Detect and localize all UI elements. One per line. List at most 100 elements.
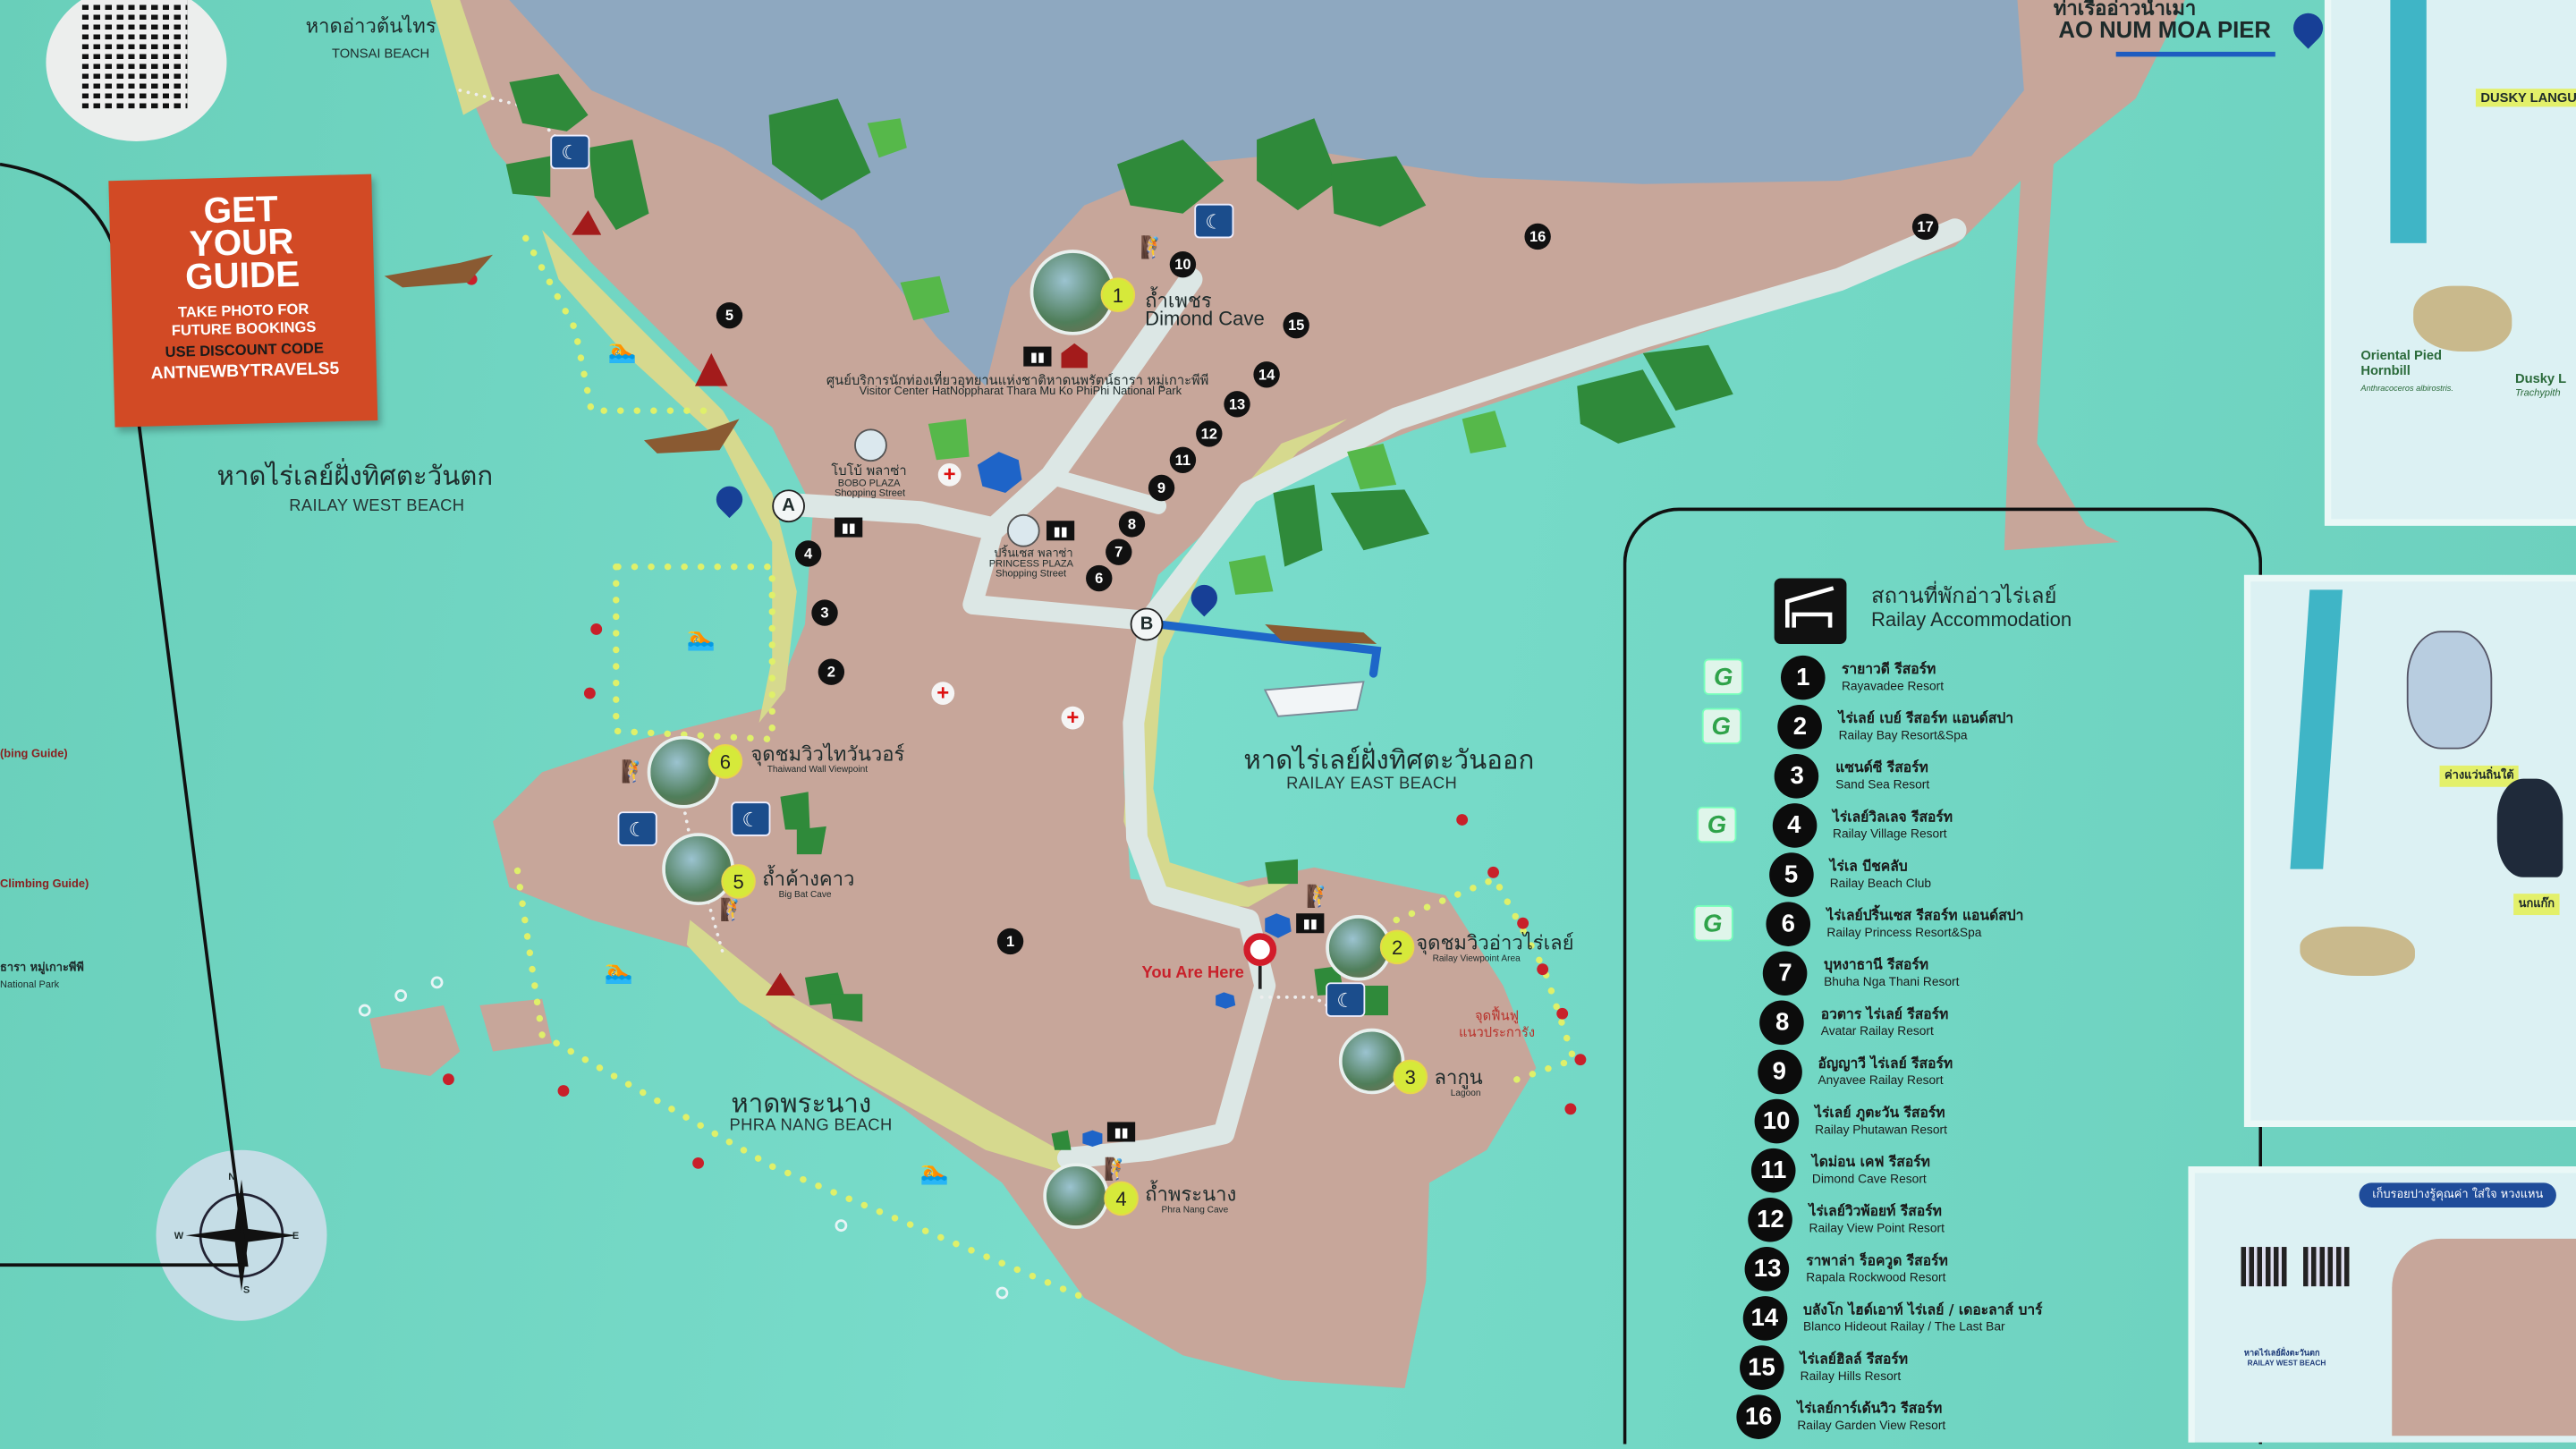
accommodation-marker-13: 13 [1224,391,1250,418]
green-hotel-badge: G [1697,806,1737,843]
accommodation-name-th: ไร่เลย์ ภูตะวัน รีสอร์ท [1815,1106,1945,1123]
toilet-icon: ▮▮ [1023,346,1052,367]
trail [513,867,1088,1301]
poster-banner: เก็บรอยปางรู้คุณค่า ใส่ใจ หวงแหน [2359,1182,2556,1208]
princess-plaza-en: PRINCESS PLAZA [988,560,1074,571]
langur-illustration [2406,631,2493,750]
accommodation-marker-17: 17 [1911,213,1939,241]
attraction-number-1: 1 [1100,277,1136,312]
east-beach-th: หาดไร่เลย์ฝั่งทิศตะวันออก [1243,744,1535,775]
langur-th-tag: ค่างแว่นถิ่นใต้ [2439,765,2520,787]
compass-n: N [228,1173,236,1183]
attraction-number-4: 4 [1104,1181,1139,1216]
swimming-icon: 🏊 [919,1157,949,1185]
accommodation-marker-10: 10 [1169,251,1197,278]
climbing-guide-text: (bing Guide) [0,749,68,761]
point-a: A [772,489,805,523]
getyourguide-sticker: GET YOUR GUIDE TAKE PHOTO FOR FUTURE BOO… [108,174,378,428]
accommodation-number: 13 [1745,1247,1790,1292]
tonsai-beach-en: TONSAI BEACH [332,46,430,61]
toilet-icon: ▮▮ [1296,913,1325,934]
accommodation-name-th: อัญญาวี ไร่เลย์ รีสอร์ท [1818,1055,1953,1073]
accommodation-name-en: Railay Bay Resort&Spa [1838,727,1968,743]
attraction-name-en: Dimond Cave [1145,307,1265,331]
attraction-photo [1043,1163,1109,1229]
accommodation-number: 4 [1772,803,1817,848]
islet [479,998,553,1052]
hornbill-sci: Anthracoceros albirostris. [2360,384,2453,394]
toilet-icon: ▮▮ [835,517,863,538]
climbing-icon: 🧗 [1104,1157,1131,1182]
accommodation-name-th: ไร่เลย์วิลเลจ รีสอร์ท [1833,809,1953,826]
accommodation-title-en: Railay Accommodation [1871,607,2072,631]
east-beach-en: RAILAY EAST BEACH [1286,775,1458,794]
hornbill-th-tag: นกแก๊ก [2513,894,2560,916]
accommodation-marker-8: 8 [1118,511,1146,538]
attraction-photo [647,735,720,809]
accommodation-marker-4: 4 [794,540,822,567]
accommodation-name-en: Railay Village Resort [1833,826,1947,842]
pier-label-en: AO NUM MOA PIER [2058,16,2272,43]
west-beach-en: RAILAY WEST BEACH [289,497,465,516]
accommodation-name-th: บุหงาธานี รีสอร์ท [1824,957,1929,975]
qr-code [81,0,188,109]
accommodation-name-th: ไร่เลย์ปริ้นเซส รีสอร์ท แอนด์สปา [1826,908,2024,926]
park-name-th: ธารา หมู่เกาะพีพี [0,961,84,975]
accommodation-marker-15: 15 [1283,311,1309,339]
accommodation-name-th: ไร่เลย์ เบย์ รีสอร์ท แอนด์สปา [1838,711,2014,728]
accommodation-number: 11 [1750,1148,1796,1193]
viewpoint-icon: ☾ [1326,982,1366,1017]
mini-map-west-en: RAILAY WEST BEACH [2247,1358,2326,1368]
accommodation-name-en: Bhuha Nga Thani Resort [1824,974,1960,989]
accommodation-name-th: อวตาร ไร่เลย์ รีสอร์ท [1820,1006,1949,1024]
accommodation-name-th: ไร่เล บีชคลับ [1829,859,1908,876]
compass-s: S [242,1286,250,1297]
accommodation-name-en: Rapala Rockwood Resort [1806,1269,1946,1285]
you-are-here-pin [1243,933,1277,966]
tonsai-beach-th: หาดอ่าวต้นไทร [305,14,436,38]
beach-tonsai [430,0,494,115]
attraction-name-th: ถ้ำค้างคาว [762,867,855,891]
wildlife-poster-top: DUSKY LANGUR Oriental Pied Hornbill Anth… [2324,0,2576,526]
roads [776,218,1967,1169]
trees [505,73,1733,1150]
bobo-plaza-sub: Shopping Street [835,489,906,500]
trail [522,234,710,414]
road [1056,610,1276,1169]
princess-plaza-sub: Shopping Street [996,570,1067,580]
accommodation-number: 6 [1766,902,1811,946]
accommodation-marker-6: 6 [1086,564,1113,592]
mooring-buoys [358,976,1009,1300]
accommodation-name-en: Railay Phutawan Resort [1815,1122,1947,1137]
you-are-here-pin-stem [1258,965,1262,989]
accommodation-marker-16: 16 [1524,223,1551,250]
accommodation-number: 7 [1763,951,1808,996]
accommodation-name-en: Railay Princess Resort&Spa [1826,925,1982,940]
hornbill-illustration [2496,778,2563,877]
poster-tree [2390,0,2427,243]
climbing-guide-text: Climbing Guide) [0,878,89,891]
trail [1393,874,1579,1088]
phranang-beach-th: หาดพระนาง [731,1087,872,1119]
accommodation-number: 16 [1736,1394,1781,1439]
accommodation-name-en: Railay View Point Resort [1809,1220,1945,1236]
bobo-plaza-en: BOBO PLAZA [837,479,901,490]
phranang-beach-en: PHRA NANG BEACH [729,1116,893,1136]
attraction-number-2: 2 [1379,929,1415,965]
princess-plaza-th: ปริ้นเซส พลาซ่า [994,547,1073,561]
land-pier-peninsula [1913,0,2185,551]
